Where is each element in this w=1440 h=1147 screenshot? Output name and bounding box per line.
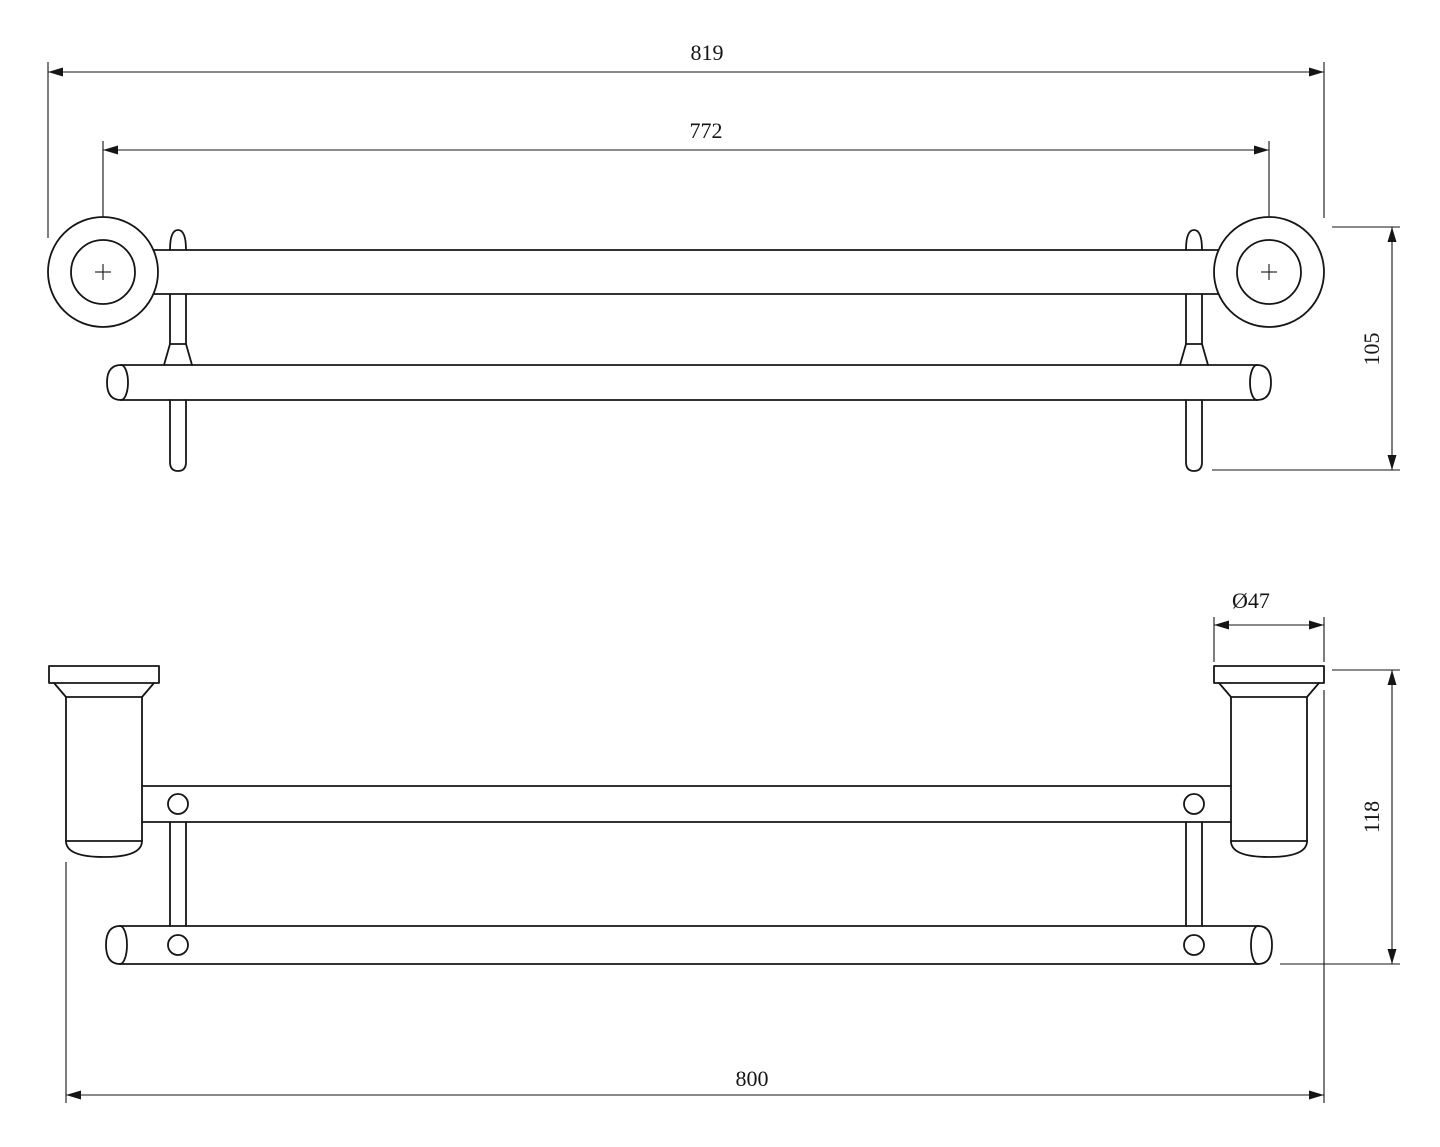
- front-left-mount: [47, 216, 159, 328]
- front-right-post: [1179, 229, 1209, 472]
- plan-view: [48, 665, 1325, 965]
- plan-top-bar: [141, 785, 1232, 823]
- front-left-post: [163, 229, 193, 472]
- dim-label-bar-length: 800: [736, 1066, 769, 1091]
- dimension-post-diameter: Ø47: [1213, 588, 1325, 662]
- left-screw: [167, 793, 189, 815]
- left-screw-lower: [167, 934, 189, 956]
- plan-lower-bar-right-cap: [1257, 925, 1273, 965]
- dimension-overall-width: 819: [47, 40, 1325, 238]
- left-post-bottom-cap: [169, 399, 187, 472]
- lower-bar-left-cap: [106, 364, 122, 401]
- right-mount-flange: [1213, 665, 1325, 684]
- front-right-mount: [1213, 216, 1325, 328]
- dim-label-depth: 118: [1359, 801, 1384, 833]
- right-mount-bottom-cap: [1230, 840, 1308, 858]
- plan-post-connectors: [169, 821, 1203, 927]
- left-post-finial: [169, 229, 187, 251]
- dim-label-post-diameter: Ø47: [1232, 588, 1270, 613]
- plan-left-mount: [48, 665, 160, 858]
- dimension-bar-length: 800: [65, 690, 1325, 1103]
- right-post-bottom-cap: [1185, 399, 1203, 472]
- right-screw-lower: [1183, 934, 1205, 956]
- left-mount-flange: [48, 665, 160, 684]
- dim-label-overall-width: 819: [691, 40, 724, 65]
- plan-right-mount: [1213, 665, 1325, 858]
- front-top-bar: [102, 249, 1270, 295]
- dimension-height: 105: [1212, 226, 1400, 471]
- plan-lower-bar-left-cap: [105, 925, 121, 965]
- left-mount-bottom-cap: [65, 840, 143, 858]
- right-screw: [1183, 793, 1205, 815]
- dimension-centers-distance: 772: [102, 118, 1270, 217]
- dim-label-centers-distance: 772: [690, 118, 723, 143]
- right-post-finial: [1185, 229, 1203, 251]
- lower-bar-right-cap: [1256, 364, 1272, 401]
- dim-label-height: 105: [1359, 333, 1384, 366]
- front-lower-bar: [106, 364, 1272, 401]
- front-view: [47, 216, 1325, 472]
- dimension-depth: 118: [1280, 669, 1400, 965]
- plan-lower-bar: [105, 925, 1273, 965]
